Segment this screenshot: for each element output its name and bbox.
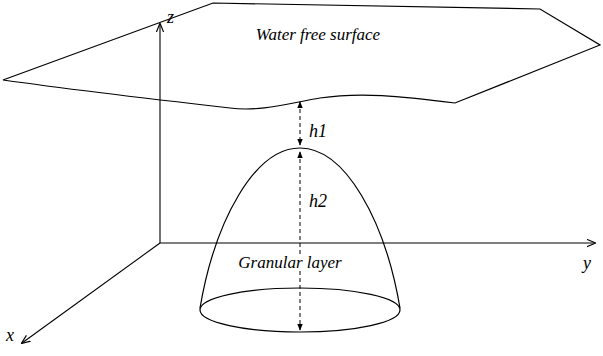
- water-surface-outline: [3, 3, 600, 109]
- axis-label: y: [583, 254, 591, 272]
- axis-label: x: [6, 326, 14, 344]
- region-label: Water free surface: [255, 26, 381, 43]
- y-axis: [160, 242, 595, 243]
- granular-mound-outline: [195, 140, 405, 336]
- water-surface: Water free surface: [0, 0, 603, 112]
- axis-label: z: [167, 8, 174, 26]
- mound-base: [200, 288, 400, 332]
- h2-dimension: [300, 152, 301, 330]
- x-axis: [22, 243, 160, 343]
- dimension-arrow: [300, 102, 301, 145]
- granular-mound: Granular layer: [195, 140, 405, 336]
- dimension-label: h2: [309, 192, 327, 210]
- dimension-label: h1: [309, 122, 327, 140]
- water-surface-outline: [0, 0, 603, 112]
- z-axis: [159, 24, 160, 243]
- granular-mound-outline: [200, 148, 400, 308]
- region-label: Granular layer: [237, 254, 342, 271]
